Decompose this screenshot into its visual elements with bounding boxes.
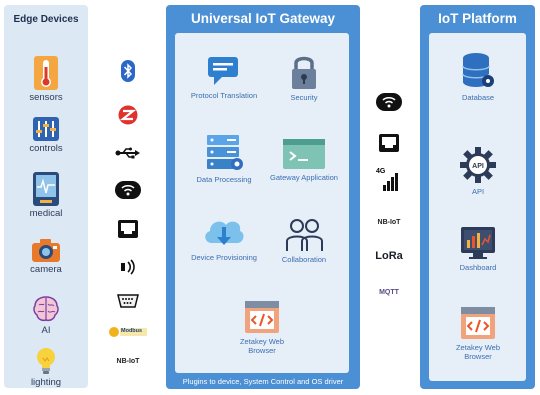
fourg-label: 4G	[376, 168, 386, 175]
mqtt-label: MQTT	[379, 289, 399, 296]
browser-code-icon	[245, 301, 279, 333]
tile-security: Security	[269, 53, 339, 102]
database-icon	[462, 53, 494, 87]
medical-monitor-icon	[33, 172, 59, 206]
sliders-icon	[33, 117, 59, 141]
tile-collaboration: Collaboration	[269, 217, 339, 264]
camera-icon	[32, 239, 60, 262]
dashboard-icon	[461, 227, 495, 259]
edge-label-sensors: sensors	[29, 92, 63, 103]
cellular-4g-icon: 4G	[369, 168, 409, 192]
tile-label-data: Data Processing	[196, 175, 252, 184]
tile-zetakey-browser: Zetakey Web Browser	[227, 299, 297, 355]
platform-label-database: Database	[461, 93, 495, 102]
ethernet-icon	[108, 220, 148, 238]
edge-item-camera: camera	[4, 237, 88, 275]
tile-device-provisioning: Device Provisioning	[189, 211, 259, 262]
collaboration-icon	[286, 219, 323, 251]
wifi-icon-right	[369, 93, 409, 111]
edge-item-lighting: lighting	[4, 346, 88, 388]
edge-item-controls: controls	[4, 116, 88, 154]
usb-icon	[108, 147, 148, 159]
mqtt-logo: MQTT	[369, 289, 409, 296]
edge-item-sensors: sensors	[4, 55, 88, 103]
brain-icon	[33, 296, 59, 322]
edge-label-ai: AI	[41, 325, 51, 336]
tile-label-browser: Zetakey Web Browser	[239, 337, 285, 355]
tile-protocol-translation: Protocol Translation	[189, 55, 259, 100]
padlock-icon	[292, 56, 316, 89]
lora-label: LoRa	[375, 250, 403, 262]
nbiot-left: NB-IoT	[108, 358, 148, 365]
tile-label-collab: Collaboration	[281, 255, 327, 264]
tile-label-protocol: Protocol Translation	[190, 91, 258, 100]
zigbee-icon	[108, 105, 148, 125]
platform-dashboard: Dashboard	[443, 225, 513, 272]
edge-devices-panel: Edge Devices sensors controls	[4, 5, 88, 388]
platform-label-dashboard: Dashboard	[459, 263, 497, 272]
gateway-inner: Protocol Translation Security Data Proce…	[175, 33, 349, 373]
edge-label-camera: camera	[30, 264, 62, 275]
tile-label-gwapp: Gateway Application	[270, 173, 338, 182]
chat-bubble-icon	[208, 57, 238, 85]
platform-label-api: API	[471, 187, 485, 196]
thermometer-icon	[34, 56, 58, 90]
lightbulb-icon	[37, 348, 55, 374]
platform-api: API API	[443, 145, 513, 196]
modbus-icon: Modbus	[108, 325, 148, 339]
terminal-window-icon	[283, 139, 325, 169]
gateway-footer: Plugins to device, System Control and OS…	[182, 377, 344, 386]
platform-zetakey-browser: Zetakey Web Browser	[443, 305, 513, 361]
tile-label-provision: Device Provisioning	[191, 253, 257, 262]
edge-devices-title: Edge Devices	[13, 14, 79, 25]
tile-label-security: Security	[290, 93, 318, 102]
ethernet-icon-right	[369, 134, 409, 152]
serial-port-icon	[108, 294, 148, 308]
edge-label-lighting: lighting	[30, 377, 62, 388]
gateway-title: Universal IoT Gateway	[190, 11, 336, 26]
modbus-label: Modbus	[121, 328, 143, 334]
server-icon	[207, 135, 243, 170]
nbiot-left-label: NB-IoT	[116, 358, 140, 365]
edge-label-controls: controls	[29, 143, 63, 154]
tile-data-processing: Data Processing	[189, 133, 259, 184]
bluetooth-icon	[108, 60, 148, 82]
nbiot-right-label: NB-IoT	[377, 219, 401, 226]
nfc-icon	[108, 258, 148, 276]
svg-text:API: API	[472, 163, 484, 170]
platform-title: IoT Platform	[438, 11, 517, 26]
platform-panel: IoT Platform Database	[420, 5, 535, 389]
nbiot-right: NB-IoT	[369, 219, 409, 226]
tile-gateway-application: Gateway Application	[269, 137, 339, 182]
edge-item-ai: AI	[4, 294, 88, 336]
wifi-icon	[108, 181, 148, 199]
gateway-panel: Universal IoT Gateway Protocol Translati…	[166, 5, 360, 389]
platform-inner: Database API API	[429, 33, 526, 381]
browser-code-icon	[461, 307, 495, 339]
edge-label-medical: medical	[29, 208, 63, 219]
lora-logo: LoRa	[369, 250, 409, 262]
cloud-download-icon	[205, 221, 244, 245]
platform-database: Database	[443, 51, 513, 102]
api-gear-icon: API	[460, 147, 496, 183]
edge-item-medical: medical	[4, 171, 88, 219]
platform-label-browser: Zetakey Web Browser	[455, 343, 501, 361]
